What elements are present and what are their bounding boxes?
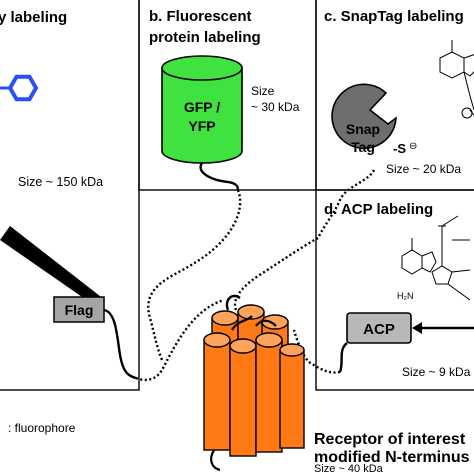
panel-b-title-line1: b. Fluorescent	[149, 8, 252, 25]
panel-d-frame	[315, 189, 474, 391]
thiolate-charge: ⊖	[409, 141, 417, 152]
receptor-size: Size ~ 40 kDa	[314, 463, 384, 474]
extracellular-loop-2	[255, 319, 277, 327]
gfp-label-line2: YFP	[188, 118, 215, 134]
gfp-label-line1: GFP /	[184, 99, 220, 115]
panel-a: y labeling Size ~ 150 kDa Flag	[0, 9, 137, 380]
receptor-title-line1: Receptor of interest	[314, 431, 466, 448]
flag-linker	[103, 308, 137, 380]
fluorophore-legend: : fluorophore	[8, 421, 76, 435]
snaptag-label-line1: Snap	[346, 121, 380, 137]
panel-d: d. ACP labeling H₂N ACP Size ~ 9 kDa	[292, 201, 474, 379]
intracellular-loop	[210, 449, 221, 472]
acp-linker	[338, 342, 348, 373]
arrow-head-icon	[412, 322, 422, 334]
panel-borders	[0, 0, 474, 391]
panel-b: b. Fluorescent protein labeling GFP / YF…	[149, 8, 300, 191]
connectors	[135, 189, 319, 382]
receptor-title-line2: modified N-terminus	[314, 449, 470, 466]
gfp-barrel-body	[161, 67, 243, 164]
helix-7	[279, 349, 305, 449]
panel-a-frame	[0, 0, 140, 391]
coenzyme-a-structure-icon	[401, 215, 471, 301]
helix-2-top	[237, 304, 265, 320]
amine-label: H₂N	[397, 291, 414, 301]
snaptag-link-dotted-lower	[233, 236, 319, 311]
gfp-linker	[199, 162, 240, 191]
helix-3-top	[261, 314, 289, 330]
receptor-bundle	[203, 294, 305, 472]
panel-b-size-line2: ~ 30 kDa	[251, 100, 300, 114]
panel-c-title: c. SnapTag labeling	[324, 8, 464, 25]
helix-5	[229, 345, 257, 457]
benzylguanine-structure-icon	[439, 40, 474, 119]
helix-front-row	[203, 332, 305, 457]
panel-b-title-line2: protein labeling	[149, 29, 261, 46]
gfp-barrel-top	[161, 55, 243, 81]
helix-6	[255, 339, 283, 453]
panel-d-title: d. ACP labeling	[324, 201, 433, 218]
panel-d-size: Size ~ 9 kDa	[402, 365, 471, 379]
panel-a-title: y labeling	[0, 9, 67, 26]
snaptag-protein	[331, 83, 397, 150]
extracellular-loop-1	[231, 315, 253, 331]
fluorophore-hexagon-icon	[7, 74, 39, 102]
helix-5-top	[229, 338, 257, 354]
snaptag-label-line2: Tag	[351, 139, 375, 155]
helix-6-top	[255, 332, 283, 348]
receptor-n-terminus	[225, 294, 241, 311]
gfp-link-dotted	[147, 189, 242, 361]
panel-a-size: Size ~ 150 kDa	[18, 175, 103, 189]
acp-protein	[346, 312, 412, 344]
acp-label: ACP	[363, 321, 395, 338]
antibody-arm	[0, 226, 105, 308]
flag-link-dotted	[135, 298, 225, 382]
helix-4-top	[203, 332, 231, 348]
panel-b-size-line1: Size	[251, 84, 275, 98]
flag-label: Flag	[65, 302, 94, 318]
snaptag-link-dotted	[316, 169, 376, 239]
panel-c: c. SnapTag labeling Snap Tag -S ⊖ Size ~…	[316, 8, 474, 239]
panel-c-size: Size ~ 20 kDa	[386, 162, 461, 176]
snaptag-thiolate: -S	[393, 141, 406, 156]
helix-4	[203, 339, 231, 451]
helix-1-top	[211, 310, 239, 326]
helix-7-top	[279, 343, 305, 357]
gfp-barrel	[161, 55, 243, 164]
flag-tag	[53, 296, 105, 323]
